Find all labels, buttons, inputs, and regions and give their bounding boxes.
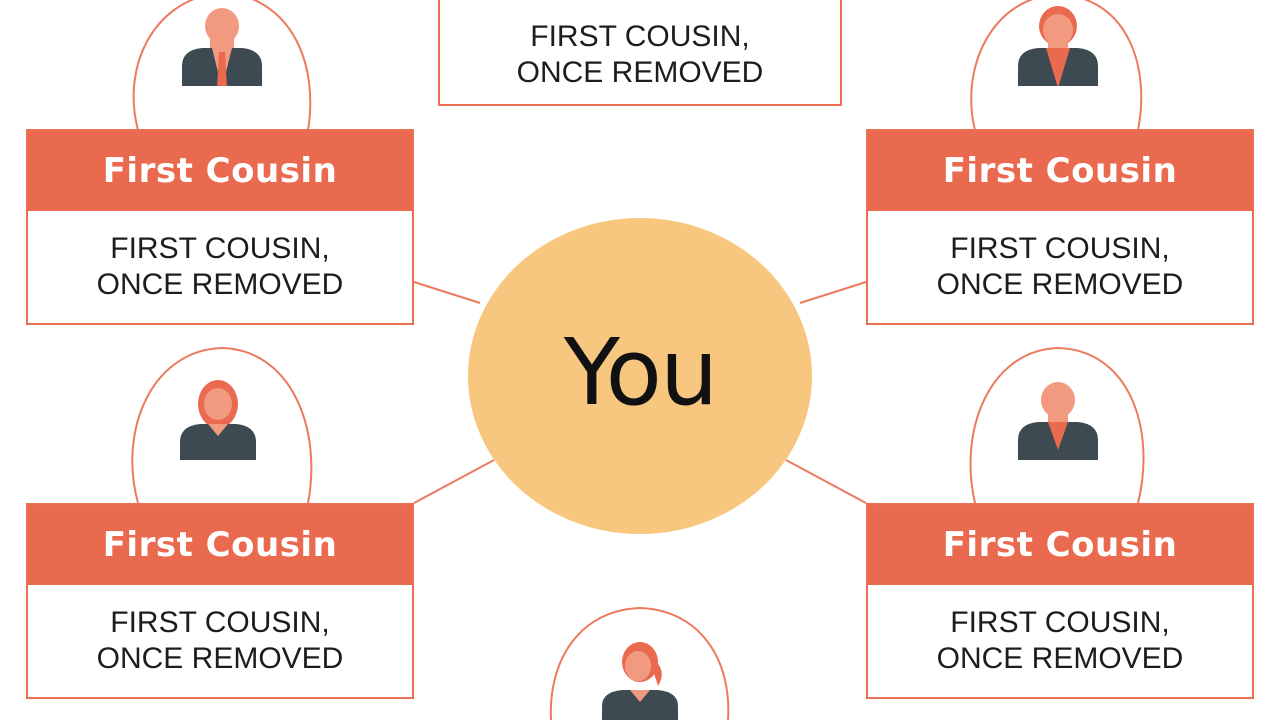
top-relation-box: FIRST COUSIN, ONCE REMOVED [438, 0, 842, 106]
card-first-cousin-bottom-left: First Cousin FIRST COUSIN, ONCE REMOVED [26, 503, 414, 699]
top-relation-line2: ONCE REMOVED [516, 56, 764, 89]
card-title: First Cousin [868, 505, 1252, 585]
arc-mid-left [131, 346, 313, 504]
card-body: FIRST COUSIN, ONCE REMOVED [28, 211, 412, 323]
card-title: First Cousin [28, 131, 412, 211]
arc-mid-right [969, 346, 1145, 504]
person-female-icon [168, 380, 268, 462]
card-first-cousin-top-left: First Cousin FIRST COUSIN, ONCE REMOVED [26, 129, 414, 325]
person-male-icon [1008, 6, 1108, 88]
card-line1: FIRST COUSIN, [110, 232, 330, 265]
card-line1: FIRST COUSIN, [950, 606, 1170, 639]
person-female-icon [590, 640, 690, 722]
card-body: FIRST COUSIN, ONCE REMOVED [868, 211, 1252, 323]
card-first-cousin-top-right: First Cousin FIRST COUSIN, ONCE REMOVED [866, 129, 1254, 325]
top-relation-line1: FIRST COUSIN, [530, 20, 750, 53]
card-title: First Cousin [868, 131, 1252, 211]
card-line2: ONCE REMOVED [936, 642, 1184, 675]
line-you-top-right [799, 281, 867, 304]
card-title: First Cousin [28, 505, 412, 585]
you-label: You [563, 318, 719, 426]
line-you-top-left [413, 281, 481, 304]
arc-top-left [132, 0, 312, 131]
card-line2: ONCE REMOVED [936, 268, 1184, 301]
line-you-bottom-left [413, 459, 495, 504]
card-body: FIRST COUSIN, ONCE REMOVED [868, 585, 1252, 697]
card-body: FIRST COUSIN, ONCE REMOVED [28, 585, 412, 697]
card-first-cousin-bottom-right: First Cousin FIRST COUSIN, ONCE REMOVED [866, 503, 1254, 699]
card-line1: FIRST COUSIN, [950, 232, 1170, 265]
you-node: You [468, 218, 812, 534]
person-male-icon [172, 6, 272, 88]
card-line2: ONCE REMOVED [96, 642, 344, 675]
card-line1: FIRST COUSIN, [110, 606, 330, 639]
arc-bottom [549, 606, 730, 720]
arc-top-right [970, 0, 1143, 131]
person-male-icon [1008, 380, 1108, 462]
line-you-bottom-right [785, 459, 867, 504]
card-line2: ONCE REMOVED [96, 268, 344, 301]
